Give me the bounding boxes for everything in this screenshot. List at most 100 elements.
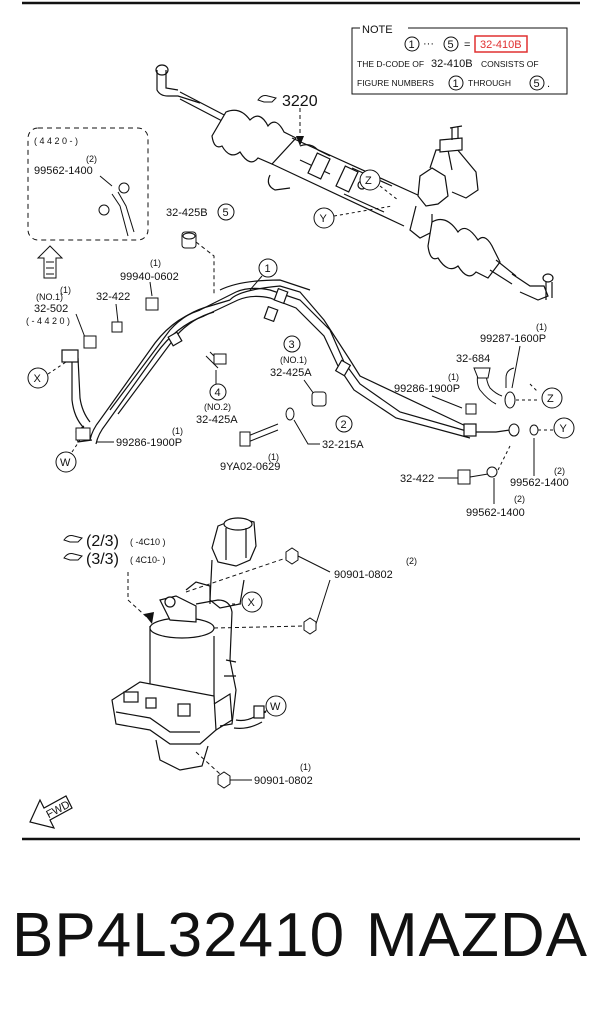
svg-text:(NO.1): (NO.1) — [280, 355, 307, 365]
power-steering-pump — [111, 517, 267, 771]
note-equals: = — [464, 39, 470, 51]
svg-text:32-425A: 32-425A — [196, 414, 238, 426]
svg-text:4: 4 — [215, 387, 221, 399]
svg-text:32-502: 32-502 — [34, 303, 68, 315]
svg-text:2: 2 — [341, 419, 347, 431]
svg-text:90901-0802: 90901-0802 — [334, 569, 393, 581]
svg-text:W: W — [270, 701, 281, 713]
svg-text:(1): (1) — [60, 285, 71, 295]
svg-text:3: 3 — [289, 339, 295, 351]
inset-part: 99562-1400 — [34, 165, 93, 177]
svg-text:99287-1600P: 99287-1600P — [480, 333, 546, 345]
svg-text:99562-1400: 99562-1400 — [510, 477, 569, 489]
svg-text:( 4C10- ): ( 4C10- ) — [130, 555, 166, 565]
svg-text:5: 5 — [223, 207, 229, 219]
svg-text:(1): (1) — [300, 762, 311, 772]
callout-x-left: X — [27, 361, 67, 389]
part-3-32-425a: 3 (NO.1) 32-425A — [270, 335, 327, 407]
svg-text:32-684: 32-684 — [456, 353, 490, 365]
svg-text:Z: Z — [365, 175, 372, 187]
svg-text:(1): (1) — [536, 322, 547, 332]
svg-text:(1): (1) — [268, 452, 279, 462]
fwd-arrow-icon: FWD — [29, 795, 73, 829]
inset-range: ( 4 4 2 0 - ) — [34, 136, 78, 146]
caption-brand: MAZDA — [366, 900, 588, 970]
svg-text:(1): (1) — [172, 426, 183, 436]
note-code: 32-410B — [480, 39, 522, 51]
callout-y-right: Y — [508, 417, 575, 439]
part-99286-1900p-mid: (1) 99286-1900P — [394, 372, 477, 415]
svg-text:( - 4 4 2 0 ): ( - 4 4 2 0 ) — [26, 316, 70, 326]
part-2-32-215a: 2 32-215A — [285, 407, 364, 451]
caption-part-number: BP4L32410 — [12, 900, 346, 970]
svg-text:Y: Y — [560, 423, 568, 435]
svg-text:W: W — [60, 457, 71, 469]
part-90901-0802-top: (2) 90901-0802 — [185, 547, 417, 635]
svg-text:1: 1 — [265, 263, 271, 275]
part-99286-1900p-left: (1) 99286-1900P — [75, 426, 183, 449]
steering-gear-rack — [155, 64, 554, 301]
note-box: NOTE 1 ··· 5 = 32-410B THE D-CODE OF 32-… — [351, 20, 568, 95]
svg-text:X: X — [248, 597, 256, 609]
callout-z-top: Z — [359, 169, 399, 201]
ref-pump-2-3: (2/3) ( -4C10 ) — [63, 533, 166, 550]
svg-text:32-215A: 32-215A — [322, 439, 364, 451]
hose-lines — [61, 279, 511, 445]
part-5-32-425b: 32-425B 5 — [166, 203, 235, 296]
note-line2-n1: 1 — [453, 78, 459, 90]
note-line2-a: FIGURE NUMBERS — [357, 78, 434, 88]
svg-text:99286-1900P: 99286-1900P — [394, 383, 460, 395]
callout-y-top: Y — [313, 205, 393, 229]
part-32-684: 32-684 — [456, 353, 515, 405]
part-9ya02-0629: (1) 9YA02-0629 — [220, 423, 280, 473]
note-code-highlight — [474, 35, 528, 53]
svg-text:(3/3): (3/3) — [86, 551, 119, 568]
part-99562-1400-right: (2) 99562-1400 — [510, 438, 569, 489]
callout-w-pump: W — [263, 695, 287, 717]
svg-text:99562-1400: 99562-1400 — [466, 507, 525, 519]
svg-text:(2/3): (2/3) — [86, 533, 119, 550]
svg-text:(1): (1) — [448, 372, 459, 382]
callout-w-left: W — [55, 439, 81, 473]
svg-text:99286-1900P: 99286-1900P — [116, 437, 182, 449]
inset-qty: (2) — [86, 154, 97, 164]
svg-text:32-425A: 32-425A — [270, 367, 312, 379]
ref-3220: 3220 — [257, 93, 318, 146]
svg-text:X: X — [34, 373, 42, 385]
note-dots: ··· — [423, 38, 434, 50]
svg-text:32-422: 32-422 — [96, 291, 130, 303]
svg-text:32-425B: 32-425B — [166, 207, 208, 219]
part-4-32-425a: 4 (NO.2) 32-425A — [196, 351, 238, 426]
part-32-422-left: 32-422 — [96, 291, 130, 333]
part-1-pressure-hose-label: 1 — [249, 258, 278, 291]
note-line2-n2: 5 — [534, 78, 540, 90]
svg-text:FWD: FWD — [44, 799, 72, 821]
svg-text:( -4C10 ): ( -4C10 ) — [130, 537, 166, 547]
svg-text:(1): (1) — [150, 258, 161, 268]
svg-text:(2): (2) — [406, 556, 417, 566]
svg-text:(NO.2): (NO.2) — [204, 402, 231, 412]
part-99287-1600p: (1) 99287-1600P — [480, 322, 547, 409]
note-range-to: 5 — [448, 39, 454, 51]
note-line2-end: . — [547, 78, 550, 90]
part-99940-0602: (1) 99940-0602 — [120, 258, 179, 311]
callout-z-right: Z — [516, 383, 563, 409]
note-title: NOTE — [362, 24, 393, 36]
note-range-from: 1 — [409, 39, 415, 51]
part-32-422-right: 32-422 — [400, 445, 511, 485]
svg-text:Y: Y — [320, 213, 328, 225]
ref-pump-3-3: (3/3) ( 4C10- ) — [63, 551, 166, 624]
caption: BP4L32410 MAZDA — [0, 895, 600, 975]
svg-text:(NO.1): (NO.1) — [36, 292, 63, 302]
inset-box: ( 4 4 2 0 - ) (2) 99562-1400 — [27, 127, 149, 241]
inset-arrow — [36, 245, 64, 279]
svg-text:9YA02-0629: 9YA02-0629 — [220, 461, 280, 473]
svg-text:90901-0802: 90901-0802 — [254, 775, 313, 787]
ref-3220-label: 3220 — [282, 93, 318, 110]
steering-parts-diagram: NOTE 1 ··· 5 = 32-410B THE D-CODE OF 32-… — [22, 1, 580, 841]
svg-text:32-422: 32-422 — [400, 473, 434, 485]
note-line2-b: THROUGH — [468, 78, 511, 88]
part-99562-1400-bottom: (2) 99562-1400 — [466, 478, 525, 519]
note-line1-b: CONSISTS OF — [481, 59, 539, 69]
svg-text:(2): (2) — [514, 494, 525, 504]
